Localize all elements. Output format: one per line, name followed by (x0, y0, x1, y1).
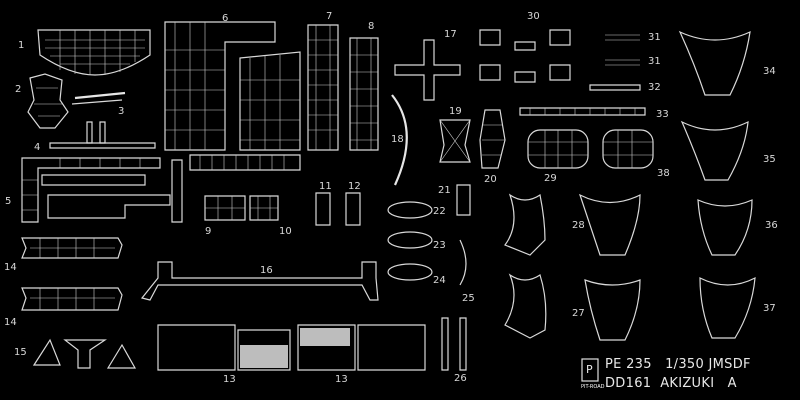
part-label: 10 (279, 226, 292, 237)
part-7-ladder (307, 24, 339, 151)
part-brackets-center (578, 193, 641, 341)
part-label: 23 (433, 240, 446, 251)
part-13-fitting (157, 324, 426, 371)
part-label: 37 (763, 303, 776, 314)
part-label: 9 (205, 226, 211, 237)
part-12-door (345, 192, 361, 226)
part-26-blades (441, 317, 467, 371)
part-9-hatch (204, 195, 246, 221)
part-34-bracket (678, 30, 751, 96)
part-8-ladder (349, 37, 379, 151)
part-32-strip (589, 84, 641, 91)
part-21-clip (456, 184, 471, 216)
part-label: 26 (454, 373, 467, 384)
part-number-labels: 1 2 3 4 5 6 7 8 9 10 11 12 13 13 14 14 1… (4, 11, 778, 385)
part-label: 6 (222, 13, 228, 24)
part-label: 31 (648, 56, 661, 67)
part-label: 1 (18, 40, 24, 51)
part-label: 13 (335, 374, 348, 385)
brand-logo-text: PIT-ROAD (581, 384, 605, 390)
part-38-panel (602, 129, 654, 169)
part-33-strip (519, 107, 646, 116)
part-label: 30 (527, 11, 540, 22)
part-label: 25 (462, 293, 475, 304)
part-label: 16 (260, 265, 273, 276)
part-36-bracket (697, 199, 753, 256)
product-line-1: PE 235 1/350 JMSDF (605, 357, 751, 372)
part-25-blade (459, 239, 467, 286)
part-label: 36 (765, 220, 778, 231)
part-label: 20 (484, 174, 497, 185)
svg-text:P: P (586, 363, 593, 376)
part-label: 2 (15, 84, 21, 95)
brand-logo: P PIT-ROAD (581, 358, 605, 390)
part-16-rail (140, 261, 379, 301)
part-label: 14 (4, 262, 17, 273)
part-label: 3 (118, 106, 124, 117)
part-label: 31 (648, 32, 661, 43)
product-line-2: DD161 AKIZUKI A (605, 376, 737, 391)
part-label: 21 (438, 185, 451, 196)
part-label: 8 (368, 21, 374, 32)
part-23-ring (387, 231, 433, 249)
part-27-bracket (504, 273, 547, 339)
part-28-bracket (504, 193, 546, 256)
part-20-platform (479, 109, 506, 169)
part-1-grating (37, 29, 151, 76)
part-4-bar (49, 121, 156, 149)
part-label: 22 (433, 206, 446, 217)
part-14-railing (21, 237, 123, 311)
part-label: 34 (763, 66, 776, 77)
part-label: 33 (656, 109, 669, 120)
part-29-panel (527, 129, 589, 169)
part-label: 17 (444, 29, 457, 40)
part-label: 12 (348, 181, 361, 192)
part-37-bracket (699, 276, 756, 339)
part-2-bracket (27, 73, 69, 129)
part-6-grating (164, 21, 301, 171)
part-18-arc (391, 94, 408, 186)
part-label: 13 (223, 374, 236, 385)
part-22-ring (387, 201, 433, 219)
part-30-fittings (479, 29, 571, 83)
part-label: 4 (34, 142, 40, 153)
part-5-frame (21, 157, 183, 223)
part-15-supports (32, 338, 137, 369)
part-label: 14 (4, 317, 17, 328)
part-24-ring (387, 263, 433, 281)
part-label: 19 (449, 106, 462, 117)
part-3-rod (71, 91, 126, 105)
part-label: 29 (544, 173, 557, 184)
part-label: 15 (14, 347, 27, 358)
part-label: 7 (326, 11, 332, 22)
part-35-bracket (680, 120, 749, 181)
part-label: 24 (433, 275, 446, 286)
part-19-star (439, 119, 471, 163)
part-label: 35 (763, 154, 776, 165)
part-label: 32 (648, 82, 661, 93)
part-label: 28 (572, 220, 585, 231)
part-label: 5 (5, 196, 11, 207)
part-label: 27 (572, 308, 585, 319)
part-label: 18 (391, 134, 404, 145)
part-label: 11 (319, 181, 332, 192)
part-label: 38 (657, 168, 670, 179)
part-17-cross (394, 39, 461, 101)
part-11-door (315, 192, 331, 226)
part-31-strips (605, 34, 640, 66)
part-10-hatch (249, 195, 279, 221)
